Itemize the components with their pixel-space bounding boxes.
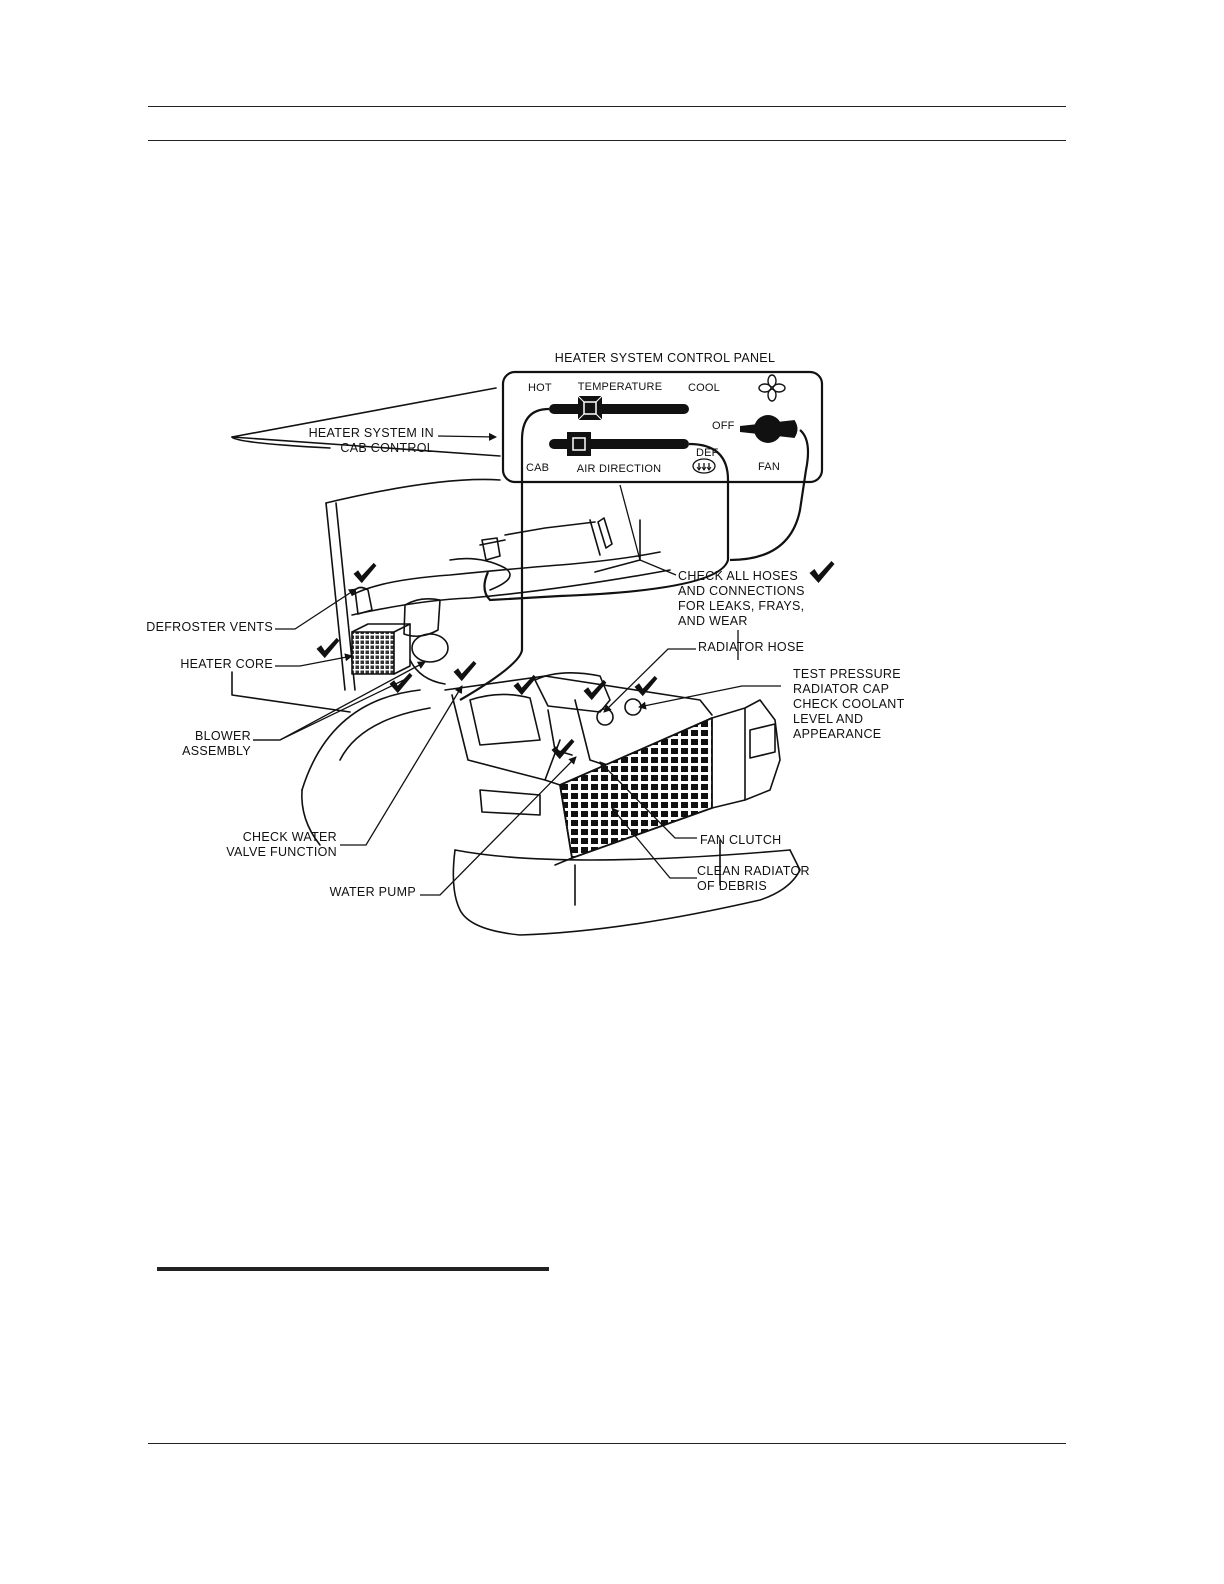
control-panel: HEATER SYSTEM CONTROL PANEL HOT TEMPERAT… [501,351,824,484]
label-fan-clutch: FAN CLUTCH [700,833,781,847]
panel-air-direction-label: AIR DIRECTION [577,463,662,475]
label-blower-line1: BLOWER [195,729,251,743]
label-test-pressure-line4: LEVEL AND [793,712,863,726]
label-heater-system-line2: CAB CONTROL [340,441,434,455]
callout-labels: HEATER SYSTEM IN CAB CONTROL CHECK ALL H… [146,426,904,899]
section-divider [157,1267,549,1271]
fan-icon [758,374,786,402]
truck-illustration [231,387,801,936]
label-heater-core: HEATER CORE [180,657,273,671]
checkmark-icon [551,738,575,760]
label-test-pressure-line3: CHECK COOLANT [793,697,905,711]
air-direction-slider-knob[interactable] [567,432,591,456]
label-defroster-vents: DEFROSTER VENTS [146,620,273,634]
header-rule-top [148,106,1066,107]
label-water-pump: WATER PUMP [330,885,416,899]
defrost-icon [692,458,716,474]
checkmark-icon [809,561,835,583]
leader-lines [253,432,781,896]
label-radiator-hose: RADIATOR HOSE [698,640,804,654]
panel-title: HEATER SYSTEM CONTROL PANEL [555,351,775,365]
label-clean-radiator-line1: CLEAN RADIATOR [697,864,810,878]
checkmark-icon [389,672,413,694]
temperature-slider-track[interactable] [549,404,689,414]
label-check-water-line2: VALVE FUNCTION [226,845,337,859]
panel-off-label: OFF [712,420,735,432]
checkmark-icon [453,660,477,682]
label-check-hoses-line3: FOR LEAKS, FRAYS, [678,599,804,613]
header-rule-bottom [148,140,1066,141]
label-clean-radiator-line2: OF DEBRIS [697,879,767,893]
fan-knob[interactable] [740,415,799,443]
checkmark-icon [513,674,537,696]
label-test-pressure-line1: TEST PRESSURE [793,667,901,681]
label-check-hoses-line4: AND WEAR [678,614,748,628]
panel-temperature-label: TEMPERATURE [578,381,663,393]
label-check-water-line1: CHECK WATER [243,830,337,844]
panel-hot-label: HOT [528,382,552,394]
label-test-pressure-line2: RADIATOR CAP [793,682,889,696]
panel-frame [501,370,824,484]
label-test-pressure-line5: APPEARANCE [793,727,881,741]
checkmark-icon [316,637,340,659]
control-cables [459,407,810,701]
label-blower-line2: ASSEMBLY [182,744,251,758]
panel-fan-label: FAN [758,461,780,473]
label-check-hoses-line1: CHECK ALL HOSES [678,569,798,583]
checkmark-icon [353,562,377,584]
panel-def-label: DEF [696,447,719,459]
footer-rule [148,1443,1066,1444]
label-check-hoses-line2: AND CONNECTIONS [678,584,805,598]
panel-cab-label: CAB [526,462,549,474]
temperature-slider-knob[interactable] [577,395,603,421]
panel-cool-label: COOL [688,382,720,394]
label-heater-system-line1: HEATER SYSTEM IN [309,426,434,440]
